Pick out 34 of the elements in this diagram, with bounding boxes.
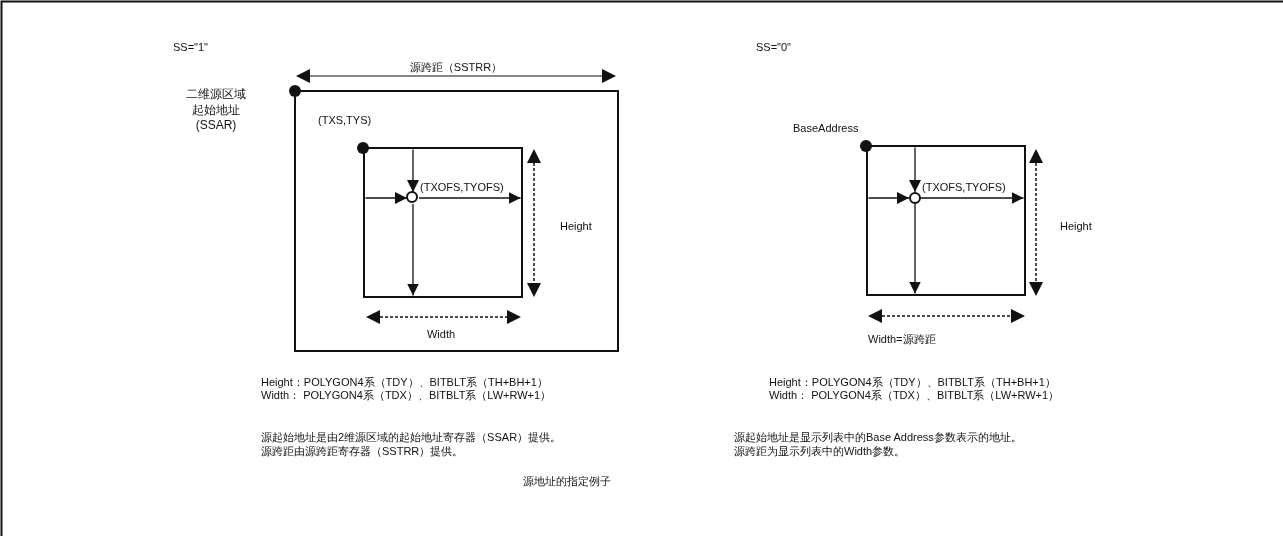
note-text: 源跨距由源跨距寄存器（SSTRR）提供。 — [261, 444, 464, 459]
note-text: Width： POLYGON4系（TDX）、BITBLT系（LW+RW+1） — [261, 388, 552, 403]
text-label: Height — [560, 219, 592, 234]
text-label: Height — [1060, 219, 1092, 234]
note-text: 源起始地址是由2维源区域的起始地址寄存器（SSAR）提供。 — [261, 430, 562, 445]
arrow — [407, 148, 419, 193]
text-label: Width — [426, 327, 456, 342]
texture-rectangle — [866, 145, 1026, 296]
note-text: Height：POLYGON4系（TDY）、BITBLT系（TH+BH+1） — [769, 375, 1056, 390]
arrow — [920, 192, 1025, 204]
texture-rectangle — [362, 146, 523, 298]
text-label: (TXS,TYS) — [318, 113, 372, 128]
arrow — [407, 203, 419, 297]
offset-point — [406, 191, 418, 203]
text-label: BaseAddress — [793, 121, 859, 136]
caption: 源地址的指定例子 — [523, 474, 611, 489]
arrow — [364, 192, 408, 204]
point-label: (TXOFS,TYOFS) — [922, 180, 1006, 195]
text-label: Width=源跨距 — [868, 332, 936, 347]
text-label: 二维源区域起始地址 (SSAR) — [185, 87, 247, 134]
text-label: SS="1" — [173, 40, 209, 55]
arrow — [909, 203, 921, 295]
source-area-rectangle — [294, 90, 619, 352]
point-label: (TXOFS,TYOFS) — [420, 180, 504, 195]
arrow — [418, 192, 522, 204]
note-text: 源跨距为显示列表中的Width参数。 — [734, 444, 906, 459]
note-text: Height：POLYGON4系（TDY）、BITBLT系（TH+BH+1） — [261, 375, 548, 390]
arrow — [909, 146, 921, 193]
offset-point — [908, 191, 921, 204]
note-text: Width： POLYGON4系（TDX）、BITBLT系（LW+RW+1） — [769, 388, 1060, 403]
text-label: SS="0" — [756, 40, 792, 55]
note-text: 源起始地址是显示列表中的Base Address参数表示的地址。 — [734, 430, 1022, 445]
arrow — [867, 192, 910, 204]
text-label: 源跨距（SSTRR） — [409, 60, 503, 75]
